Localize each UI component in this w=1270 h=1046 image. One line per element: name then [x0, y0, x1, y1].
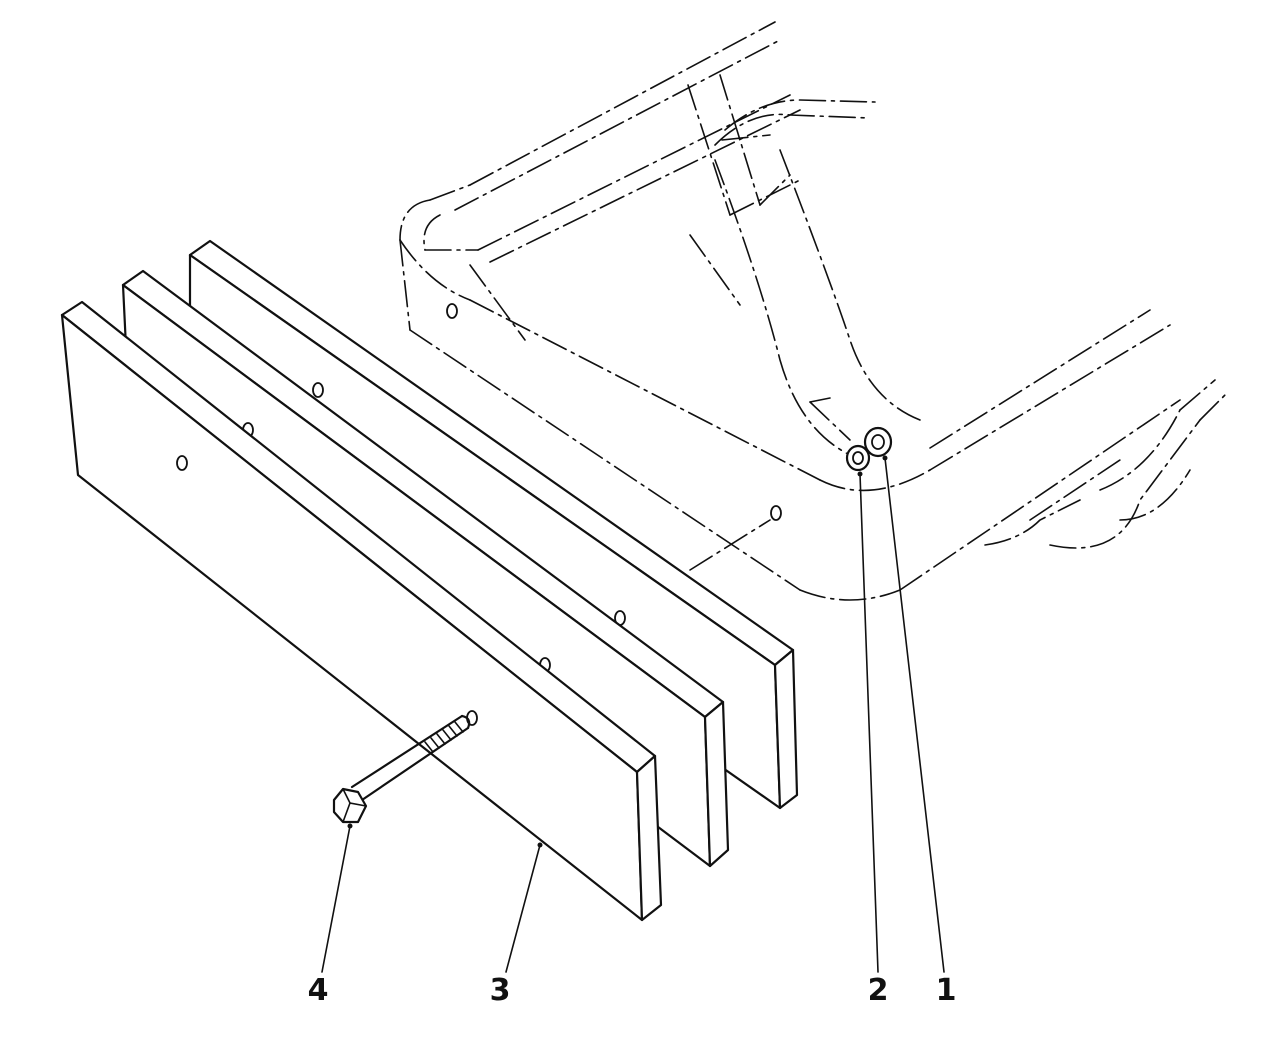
- callout-2: 2: [868, 973, 889, 1008]
- callout-4: 4: [308, 973, 329, 1008]
- callout-labels: 4 3 2 1: [308, 973, 957, 1008]
- leader-lines: [321, 455, 945, 973]
- callout-1: 1: [936, 973, 957, 1008]
- nut-and-washer: [845, 426, 893, 472]
- spacer-block-front: [60, 300, 663, 922]
- bolt: [332, 714, 471, 824]
- callout-3: 3: [490, 973, 511, 1008]
- vehicle-frame: [399, 21, 1226, 601]
- spacer-blocks: [60, 239, 799, 922]
